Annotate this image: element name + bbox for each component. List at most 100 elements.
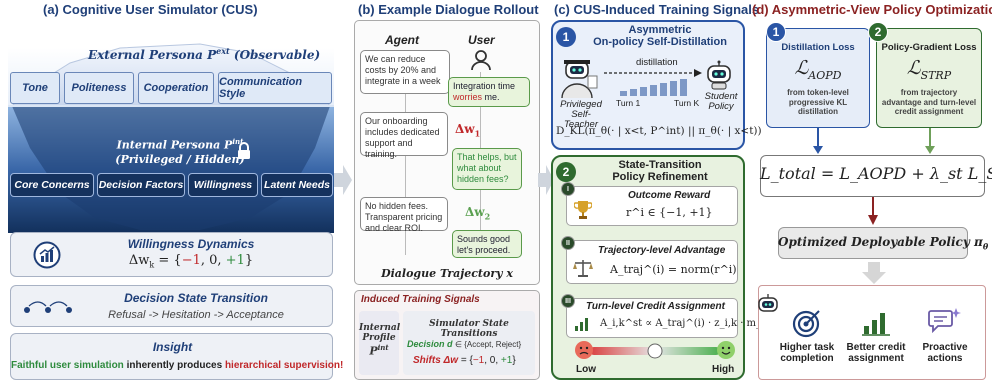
shifts-neg: −1 [472, 355, 485, 366]
delta-w1-sub: 1 [474, 128, 481, 139]
willingness-pos: +1 [225, 253, 245, 268]
teacher-label: Privileged Self-Teacher [560, 99, 602, 130]
low-label: Low [576, 364, 596, 375]
distillation-arrow [604, 69, 702, 77]
agent-column-label: Agent [385, 33, 419, 47]
optimized-label: Optimized Deployable Policy [778, 235, 970, 249]
delta-w2-text: Δw [465, 205, 485, 219]
external-persona-suffix: (Observable) [233, 48, 321, 62]
distillation-loss-box [766, 28, 870, 128]
trajectory-label: Dialogue Trajectory x [381, 267, 513, 280]
trophy-icon [574, 201, 592, 219]
kl-formula: D_KL(π_θ(· | x<t, P^int) || π_θ(· | x<t)… [556, 125, 762, 137]
loss2-symbol: ℒSTRP [906, 57, 952, 82]
growth-bars-icon [862, 313, 890, 336]
decision-line: Decision d ∈ {Accept, Reject} [407, 339, 521, 349]
decision-set: ∈ {Accept, Reject} [455, 340, 522, 349]
total-loss-box [760, 155, 985, 197]
external-trait-cooperation: Cooperation [138, 72, 214, 104]
balance-scale-icon [573, 260, 593, 277]
agent-message-1: We can reduce costs by 20% and integrate… [360, 50, 450, 94]
total-to-policy-arrow [868, 197, 878, 225]
willingness-neg: −1 [181, 253, 201, 268]
target-icon [792, 310, 820, 338]
optimized-symbol: π [974, 235, 983, 249]
arrow-b-to-c [538, 165, 554, 195]
agent-robot-icon [471, 50, 491, 71]
internal-trait-core-concerns: Core Concerns [10, 173, 94, 197]
box2-title: State-Transition Policy Refinement [580, 159, 740, 183]
decision-states: Refusal -> Hesitation -> Acceptance [108, 309, 284, 321]
agent-message-2: Our onboarding includes dedicated suppor… [360, 112, 448, 159]
panel-c-title: (c) CUS-Induced Training Signals [554, 2, 760, 17]
loss2-title: Policy-Gradient Loss [881, 42, 977, 53]
outcome-reward-box [566, 186, 738, 226]
optimized-policy-box [778, 227, 968, 259]
shifts-close: } [512, 355, 516, 366]
induced-title: Induced Training Signals [361, 294, 480, 305]
outcome-higher-task: Higher task completion [779, 342, 835, 364]
turn1-label: Turn 1 [616, 98, 641, 108]
box1-title: Asymmetric On-policy Self-Distillation [580, 24, 740, 48]
sim-state-title: Simulator State Transitions [429, 319, 509, 339]
box2-badge: 2 [556, 162, 576, 182]
shifts-pos: +1 [500, 355, 513, 366]
internal-persona-label: Internal Persona Pint (Privileged / Hidd… [110, 135, 250, 167]
trend-chart-icon [33, 241, 61, 269]
outcome-formula: r^i ∈ {−1, +1} [626, 206, 713, 219]
willingness-sub: k [149, 260, 155, 270]
turn-title: Turn-level Credit Assignment [586, 301, 725, 312]
turn-badge: III [561, 294, 575, 308]
insight-part1: Faithful user simulation [11, 360, 124, 371]
outcome-better-credit: Better credit assignment [846, 342, 906, 364]
bar-chart-icon [575, 318, 588, 331]
willingness-zero: , 0, [200, 253, 226, 268]
delta-w1-text: Δw [455, 122, 475, 136]
delta-w2-sub: 2 [484, 211, 491, 222]
loss-arrows [813, 128, 935, 154]
teacher-robot-icon [561, 60, 598, 98]
box1-title-1: Asymmetric [628, 24, 692, 36]
internal-trait-decision-factors: Decision Factors [97, 173, 185, 197]
loss2-sub: STRP [920, 68, 952, 82]
user-column-label: User [468, 33, 495, 47]
shifts-eq: = { [458, 355, 473, 366]
box1-badge: 1 [556, 27, 576, 47]
policy-gradient-loss-box [876, 28, 982, 128]
decision-title: Decision State Transition [124, 291, 268, 305]
shifts-label: Shifts Δw [413, 355, 459, 366]
shifts-zero: , 0, [484, 355, 501, 366]
outcome-title: Outcome Reward [628, 190, 711, 201]
distillation-label: distillation [636, 57, 678, 68]
agent-message-3: No hidden fees. Transparent pricing and … [360, 197, 448, 233]
internal-persona-sup: int [232, 137, 244, 146]
box2-title-1: State-Transition [618, 159, 702, 171]
external-trait-communication-style: Communication Style [218, 72, 332, 104]
panel-a-title: (a) Cognitive User Simulator (CUS) [43, 2, 258, 17]
turn-bars [620, 79, 687, 96]
loss1-desc: from token-level progressive KL distilla… [787, 88, 849, 116]
external-trait-politeness: Politeness [64, 72, 134, 104]
loss1-sub: AOPD [808, 68, 842, 82]
insight-part3: hierarchical supervision! [224, 360, 344, 371]
panel-b-title: (b) Example Dialogue Rollout [358, 2, 539, 17]
student-label: Student Policy [704, 91, 738, 112]
sentiment-slider [590, 343, 720, 359]
delta-w1: Δw1 [455, 122, 480, 138]
insight-part2: inherently produces [123, 360, 225, 371]
delta-w2: Δw2 [465, 205, 490, 221]
user-msg1-c: me. [482, 92, 500, 102]
external-trait-tone: Tone [10, 72, 60, 104]
user-msg1-b: worries [453, 92, 483, 102]
willingness-close: } [244, 253, 254, 268]
optimized-sub: θ [982, 241, 989, 252]
traj-formula: A_traj^(i) = norm(r^i) [610, 263, 737, 276]
decision-label: Decision d [407, 339, 453, 349]
traj-title: Trajectory-level Advantage [598, 245, 726, 256]
outcome-proactive: Proactive actions [922, 342, 968, 364]
decision-transition-panel: Decision State Transition Refusal -> Hes… [10, 285, 333, 327]
loss2-desc: from trajectory advantage and turn-level… [881, 88, 977, 116]
willingness-delta: Δw [128, 253, 150, 268]
external-persona-text: External Persona P [88, 48, 217, 62]
internal-trait-latent-needs: Latent Needs [261, 173, 333, 197]
